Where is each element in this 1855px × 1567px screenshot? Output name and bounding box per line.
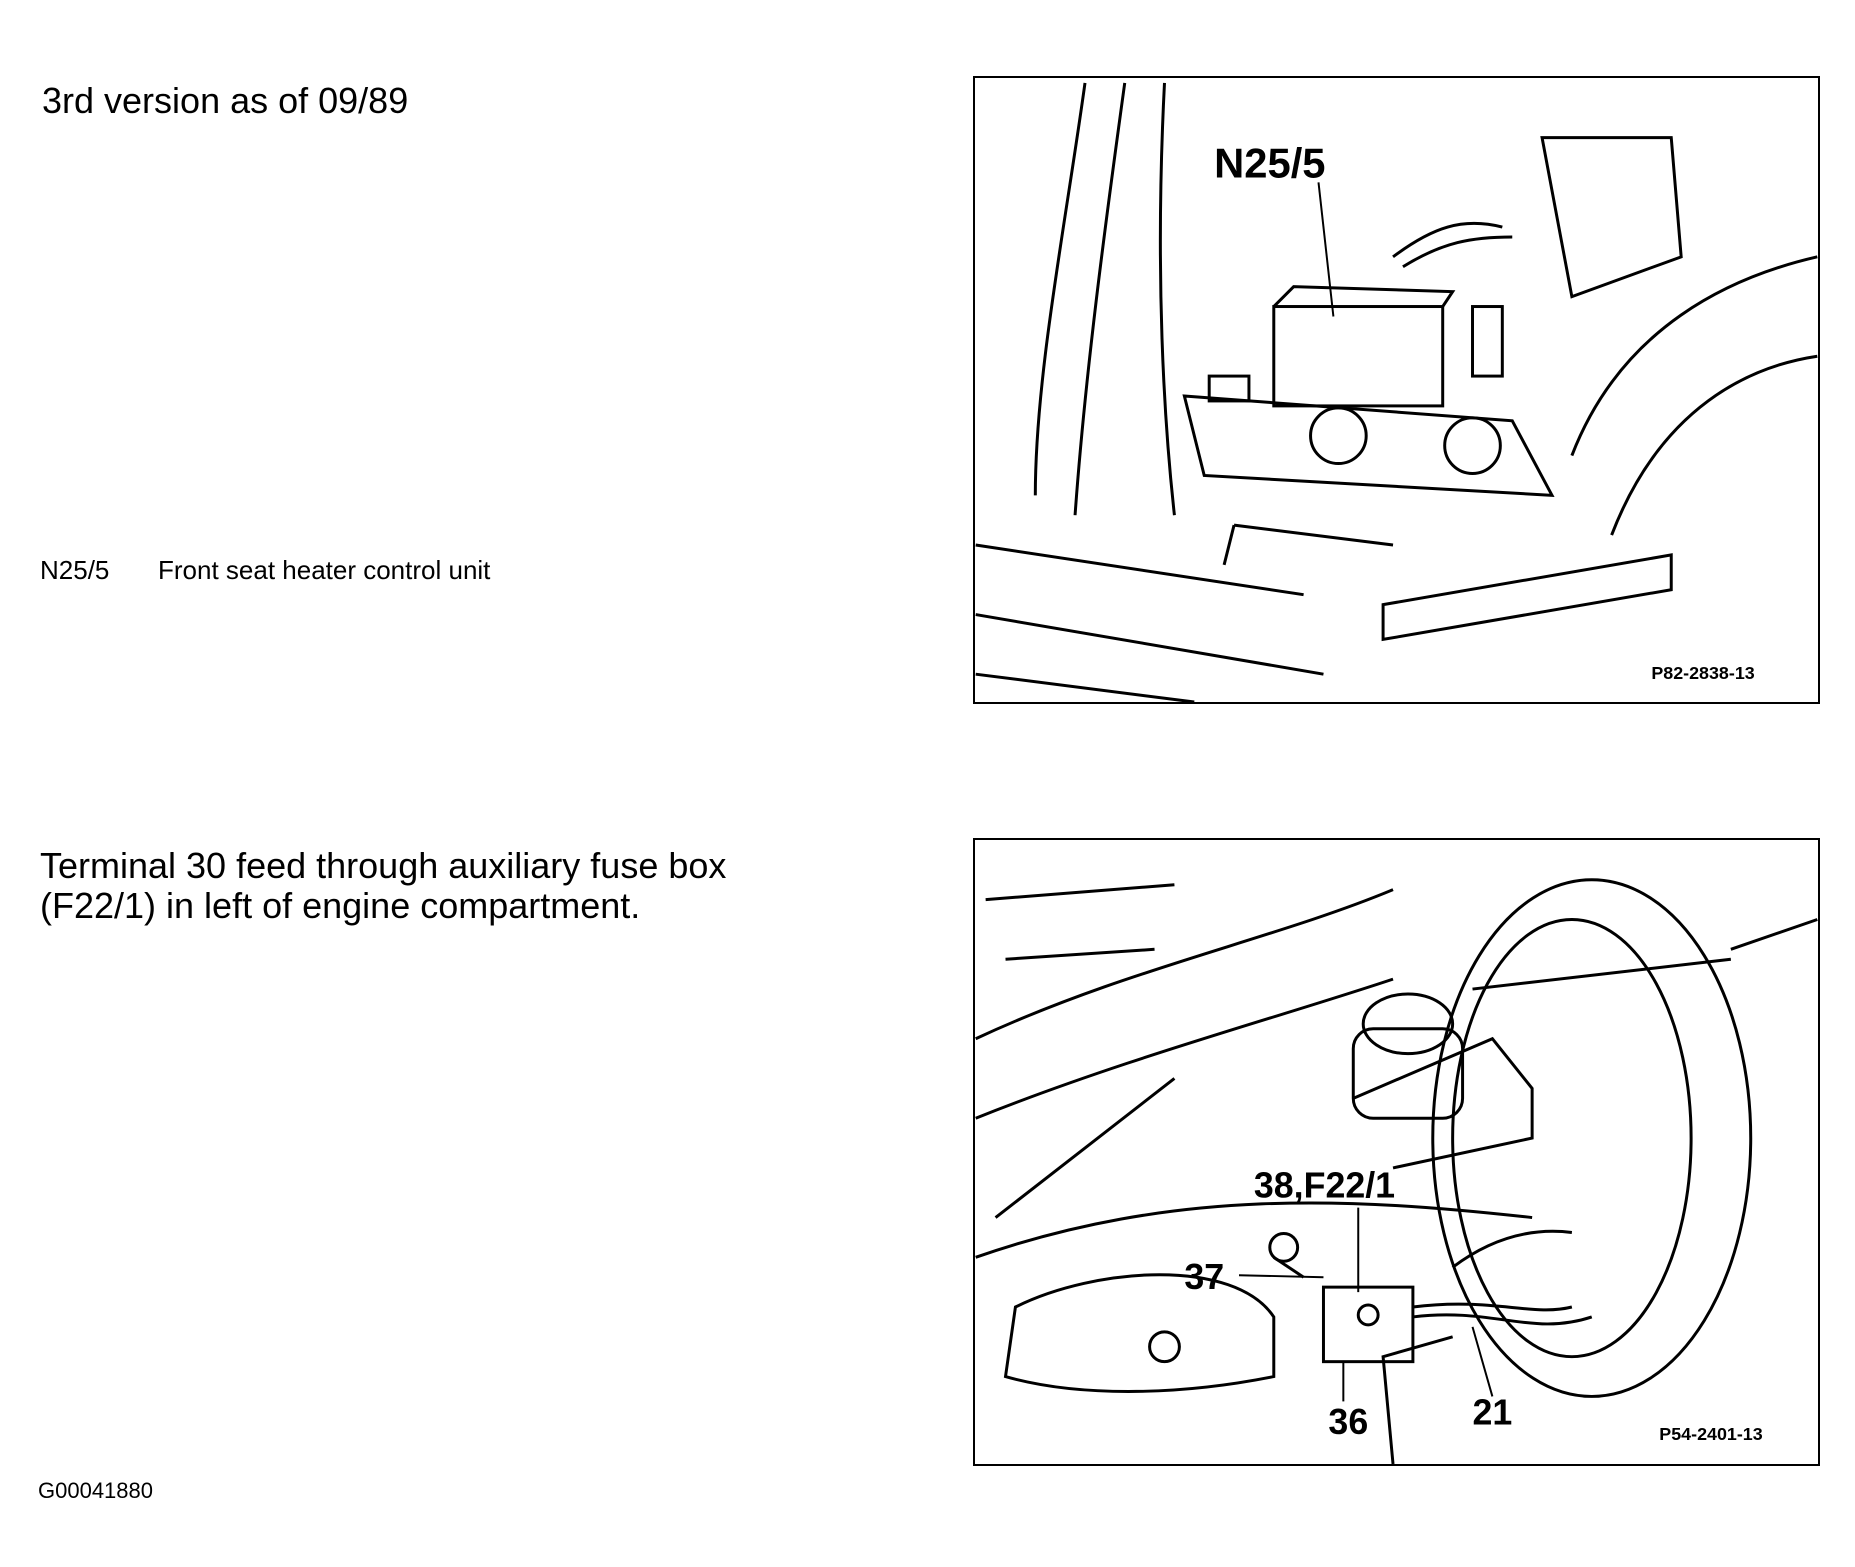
fuse-box-note-line-2: (F22/1) in left of engine compartment.	[40, 885, 641, 926]
document-id: G00041880	[38, 1478, 153, 1503]
fuse-box-note: Terminal 30 feed through auxiliary fuse …	[40, 846, 860, 926]
figure2-ref: P54-2401-13	[1659, 1424, 1762, 1444]
legend-code: N25/5	[40, 555, 110, 585]
callout-38-f22-1: 38,F22/1	[1254, 1166, 1395, 1206]
figure-seat-heater-unit: N25/5 P82-2838-13	[973, 76, 1820, 704]
callout-36: 36	[1328, 1402, 1368, 1442]
fuse-box-illustration: 38,F22/1 37 36 21 P54-2401-13	[975, 878, 1818, 1464]
callout-n25-5: N25/5	[1214, 139, 1325, 186]
figure-fuse-box: 38,F22/1 37 36 21 P54-2401-13	[973, 838, 1820, 1466]
callout-37: 37	[1184, 1257, 1224, 1297]
figure1-ref: P82-2838-13	[1651, 663, 1754, 683]
fuse-box-note-line-1: Terminal 30 feed through auxiliary fuse …	[40, 845, 727, 886]
section-heading: 3rd version as of 09/89	[42, 80, 409, 121]
callout-21: 21	[1473, 1392, 1513, 1432]
legend-description: Front seat heater control unit	[158, 555, 491, 585]
seat-heater-illustration: N25/5 P82-2838-13	[975, 82, 1818, 702]
